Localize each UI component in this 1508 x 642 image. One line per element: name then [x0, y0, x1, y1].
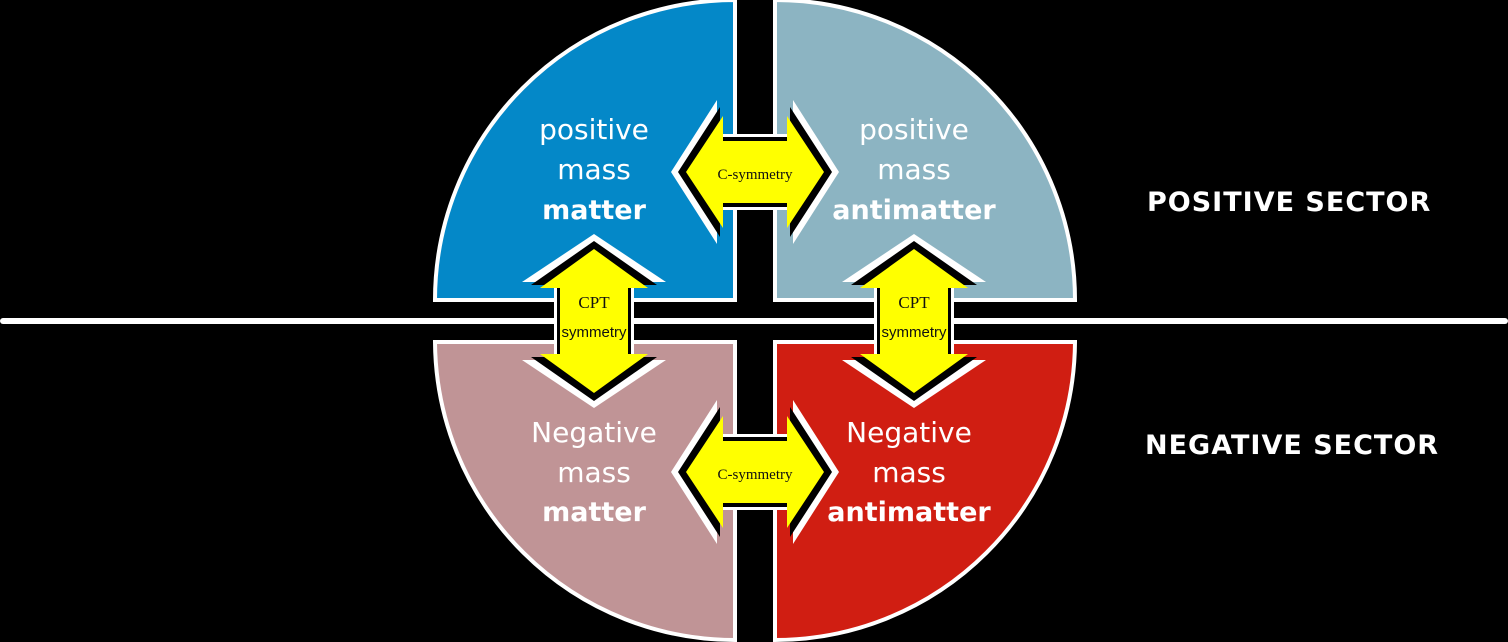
cpt-symmetry-arrow-right: CPT symmetry [842, 234, 986, 408]
cpt-label: CPT [578, 293, 610, 312]
quadrant-positive-matter [432, 0, 737, 302]
quadrant-positive-antimatter [773, 0, 1078, 302]
positive-sector-label: POSITIVE SECTOR [1147, 187, 1431, 218]
c-symmetry-label: C-symmetry [718, 167, 793, 183]
quadrant-label-positive-antimatter: positive mass antimatter [832, 113, 996, 226]
cpt-label: CPT [898, 293, 930, 312]
quadrant-line1: Negative [531, 416, 657, 449]
quadrant-line3: antimatter [832, 195, 996, 226]
symmetry-label: symmetry [562, 324, 627, 341]
quadrant-line3: matter [542, 497, 646, 528]
quadrant-line3: antimatter [827, 497, 991, 528]
quadrant-line2: mass [872, 456, 946, 489]
c-symmetry-label: C-symmetry [718, 467, 793, 483]
quadrant-label-negative-matter: Negative mass matter [531, 416, 657, 528]
quadrant-line2: mass [557, 456, 631, 489]
cpt-symmetry-arrow-left: CPT symmetry [522, 234, 666, 408]
quadrant-line2: mass [557, 153, 631, 186]
quadrant-negative-antimatter [773, 340, 1078, 642]
negative-sector-label: NEGATIVE SECTOR [1145, 430, 1439, 461]
quadrant-line2: mass [877, 153, 951, 186]
quadrant-line1: Negative [846, 416, 972, 449]
quadrant-label-positive-matter: positive mass matter [539, 113, 649, 226]
quadrant-line1: positive [859, 113, 969, 146]
quadrant-negative-matter [432, 340, 737, 642]
quadrant-line1: positive [539, 113, 649, 146]
c-symmetry-arrow-top: C-symmetry [671, 100, 839, 244]
symmetry-label: symmetry [882, 324, 947, 341]
quadrant-label-negative-antimatter: Negative mass antimatter [827, 416, 991, 528]
c-symmetry-arrow-bottom: C-symmetry [671, 400, 839, 544]
quadrant-line3: matter [542, 195, 646, 226]
